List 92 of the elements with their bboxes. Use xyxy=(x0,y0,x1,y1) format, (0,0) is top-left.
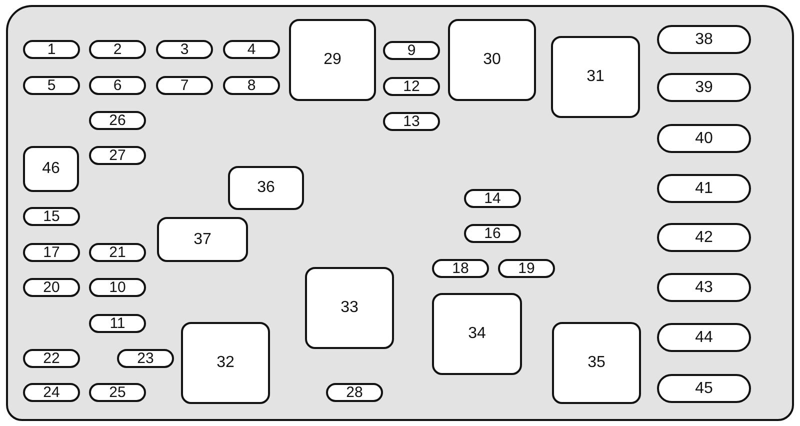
slot-number: 5 xyxy=(47,78,56,93)
slot-number: 13 xyxy=(403,114,420,129)
slot-number: 11 xyxy=(110,316,126,331)
slot-number: 12 xyxy=(403,79,420,94)
relay-slot xyxy=(551,36,640,118)
slot-number: 40 xyxy=(695,130,713,146)
slot-number: 18 xyxy=(452,261,469,276)
slot-number: 2 xyxy=(113,42,122,57)
slot-number: 19 xyxy=(518,261,535,276)
slot-number: 8 xyxy=(247,78,256,93)
fuse-slot xyxy=(383,41,440,60)
slot-number: 27 xyxy=(109,148,126,163)
slot-number: 45 xyxy=(695,380,713,396)
fuse-slot xyxy=(117,349,174,368)
fuse-slot xyxy=(498,259,555,278)
slot-number: 41 xyxy=(695,180,713,196)
slot-number: 42 xyxy=(695,230,713,246)
slot-number: 37 xyxy=(194,232,212,248)
slot-number: 7 xyxy=(180,78,189,93)
fuse-slot xyxy=(23,40,80,59)
fuse-slot xyxy=(156,40,213,59)
slot-number: 46 xyxy=(42,161,60,177)
slot-number: 3 xyxy=(180,42,189,57)
fuse-slot xyxy=(657,73,751,102)
slot-number: 1 xyxy=(47,42,56,57)
slot-number: 15 xyxy=(43,209,60,224)
fuse-slot xyxy=(326,383,383,402)
slot-number: 22 xyxy=(43,351,60,366)
fuse-slot xyxy=(89,76,146,95)
relay-slot xyxy=(157,217,248,262)
fuse-slot xyxy=(89,146,146,165)
slot-number: 20 xyxy=(43,280,60,295)
fuse-slot xyxy=(23,207,80,226)
relay-slot xyxy=(289,19,376,101)
fuse-slot xyxy=(383,77,440,96)
slot-number: 16 xyxy=(484,226,501,241)
relay-slot xyxy=(552,322,641,404)
fuse-slot xyxy=(23,76,80,95)
relay-slot xyxy=(23,146,79,192)
slot-number: 14 xyxy=(484,191,501,206)
relay-slot xyxy=(448,19,536,101)
slot-number: 21 xyxy=(109,245,126,260)
slot-number: 23 xyxy=(137,351,154,366)
slot-number: 25 xyxy=(109,385,126,400)
slot-number: 43 xyxy=(695,280,713,296)
fuse-slot xyxy=(156,76,213,95)
fuse-slot xyxy=(464,189,521,208)
relay-slot xyxy=(305,267,394,349)
slot-number: 35 xyxy=(588,355,606,371)
fuse-slot xyxy=(657,323,751,352)
fuse-slot xyxy=(23,383,80,402)
fuse-slot xyxy=(383,112,440,131)
fuse-slot xyxy=(89,111,146,130)
fuse-slot xyxy=(657,124,751,153)
slot-number: 38 xyxy=(695,32,713,48)
slot-number: 26 xyxy=(109,113,126,128)
fuse-slot xyxy=(657,174,751,203)
slot-number: 30 xyxy=(483,52,501,68)
fuse-slot xyxy=(657,374,751,403)
fuse-slot xyxy=(657,25,751,54)
fuse-slot xyxy=(23,278,80,297)
slot-number: 24 xyxy=(43,385,60,400)
fuse-slot xyxy=(89,383,146,402)
fuse-slot xyxy=(464,224,521,243)
fuse-slot xyxy=(657,273,751,302)
fuse-slot xyxy=(23,243,80,262)
slot-number: 32 xyxy=(216,355,234,371)
slot-number: 9 xyxy=(407,43,416,58)
fuse-slot xyxy=(89,243,146,262)
slot-number: 10 xyxy=(109,280,126,295)
fuse-slot xyxy=(23,349,80,368)
slot-number: 31 xyxy=(586,69,604,85)
fuse-slot xyxy=(89,314,146,333)
slot-number: 36 xyxy=(257,180,275,196)
relay-slot xyxy=(432,293,522,375)
fuse-slot xyxy=(89,278,146,297)
relay-slot xyxy=(181,322,270,404)
fuse-slot xyxy=(89,40,146,59)
slot-number: 33 xyxy=(340,300,358,316)
slot-number: 39 xyxy=(695,80,713,96)
fuse-slot xyxy=(432,259,489,278)
slot-number: 6 xyxy=(113,78,122,93)
fuse-slot xyxy=(223,76,280,95)
slot-number: 44 xyxy=(695,330,713,346)
fuse-slot xyxy=(223,40,280,59)
slot-number: 4 xyxy=(247,42,256,57)
slot-number: 28 xyxy=(346,385,363,400)
slot-number: 29 xyxy=(324,52,342,68)
slot-number: 17 xyxy=(43,245,60,260)
relay-slot xyxy=(228,166,304,210)
slot-number: 34 xyxy=(468,326,486,342)
fuse-slot xyxy=(657,223,751,252)
